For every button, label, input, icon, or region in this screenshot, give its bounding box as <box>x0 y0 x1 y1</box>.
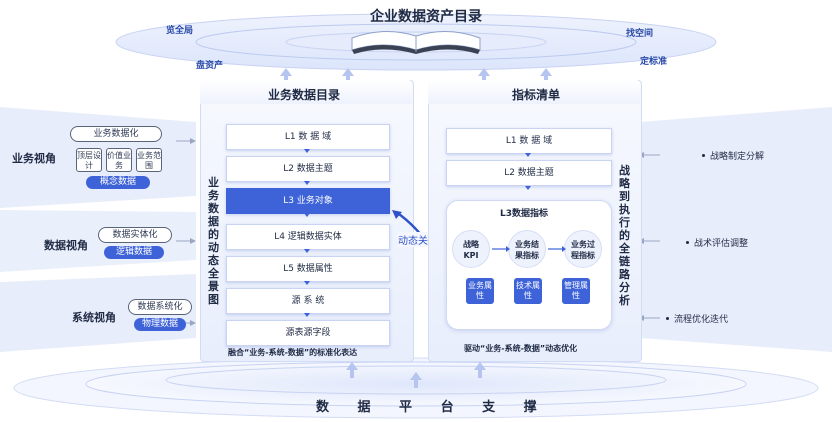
arrow-down-1 <box>304 149 310 153</box>
circle-strategic-kpi: 战略KPI <box>452 230 490 268</box>
corner-label-overview: 览全局 <box>166 26 194 36</box>
view-business-title: 业务视角 <box>12 152 56 165</box>
indicator-layer-l1: L1 数 据 域 <box>446 128 612 154</box>
arrow-down-2 <box>304 181 310 185</box>
circle-business-result: 业务结果指标 <box>508 230 546 268</box>
arrow-down-6 <box>304 313 310 317</box>
view-system-title: 系统视角 <box>72 311 116 324</box>
layer-l1-domain: L1 数 据 域 <box>226 124 390 150</box>
arrow-down-3 <box>304 213 310 217</box>
view-data-title: 数据视角 <box>44 239 88 252</box>
right-item-dot-3 <box>666 317 669 320</box>
layer-source-table-field: 源表源字段 <box>226 320 390 346</box>
corner-label-find-space: 找空间 <box>626 29 654 39</box>
right-item-process: 流程优化迭代 <box>674 315 729 325</box>
left-panel-side-text: 业务数据的动态全景图 <box>208 176 219 306</box>
layer-source-system: 源 系 统 <box>226 288 390 314</box>
indicator-arrow-1 <box>525 153 531 157</box>
right-item-dot-1 <box>702 154 705 157</box>
corner-label-standard: 定标准 <box>640 57 668 67</box>
layer-l3-business-object: L3 业务对象 <box>226 188 390 214</box>
indicator-title: 指标清单 <box>512 88 561 102</box>
pill-logical-data: 逻辑数据 <box>104 246 164 259</box>
circle-connectors <box>492 246 566 252</box>
catalog-title: 企业数据资产目录 <box>370 9 482 25</box>
arrow-down-5 <box>304 281 310 285</box>
business-catalog-title: 业务数据目录 <box>268 88 341 102</box>
right-item-tactics: 战术评估调整 <box>694 239 749 249</box>
indicator-header-bar <box>428 80 640 104</box>
right-panel-side-text: 战略到执行的全链路分析 <box>619 164 630 307</box>
pill-concept-data: 概念数据 <box>86 176 150 189</box>
right-panel-footer: 驱动“业务-系统-数据”动态优化 <box>464 344 578 353</box>
left-panel-footer: 融合“业务-系统-数据”的标准化表达 <box>228 348 358 357</box>
indicator-l3-title: L3数据指标 <box>500 209 548 219</box>
layer-l4-logical-entity: L4 逻辑数据实体 <box>226 224 390 250</box>
right-item-dot-2 <box>686 241 689 244</box>
pill-physical-data: 物理数据 <box>134 318 186 331</box>
box-value-business: 价值业务 <box>106 148 132 172</box>
tag-technical-attribute: 技术属性 <box>514 278 542 304</box>
corner-label-inventory: 盘资产 <box>196 61 224 71</box>
tag-management-attribute: 管理属性 <box>562 278 590 304</box>
circle-business-process: 业务过程指标 <box>564 230 602 268</box>
pill-data-system: 数据系统化 <box>128 299 192 315</box>
pill-business-digitize: 业务数据化 <box>70 126 162 142</box>
arrow-down-4 <box>304 249 310 253</box>
box-business-scope: 业务范围 <box>136 148 162 172</box>
indicator-layer-l2: L2 数据主题 <box>446 160 612 186</box>
indicator-arrow-2 <box>525 186 531 190</box>
box-top-design: 顶层设计 <box>76 148 102 172</box>
business-catalog-header-bar <box>200 80 412 104</box>
pill-data-entity: 数据实体化 <box>98 227 172 243</box>
layer-l2-topic: L2 数据主题 <box>226 156 390 182</box>
platform-label: 数 据 平 台 支 撑 <box>316 400 549 415</box>
tag-business-attribute: 业务属性 <box>466 278 494 304</box>
right-item-strategy: 战略制定分解 <box>710 152 765 162</box>
layer-l5-attribute: L5 数据属性 <box>226 256 390 282</box>
